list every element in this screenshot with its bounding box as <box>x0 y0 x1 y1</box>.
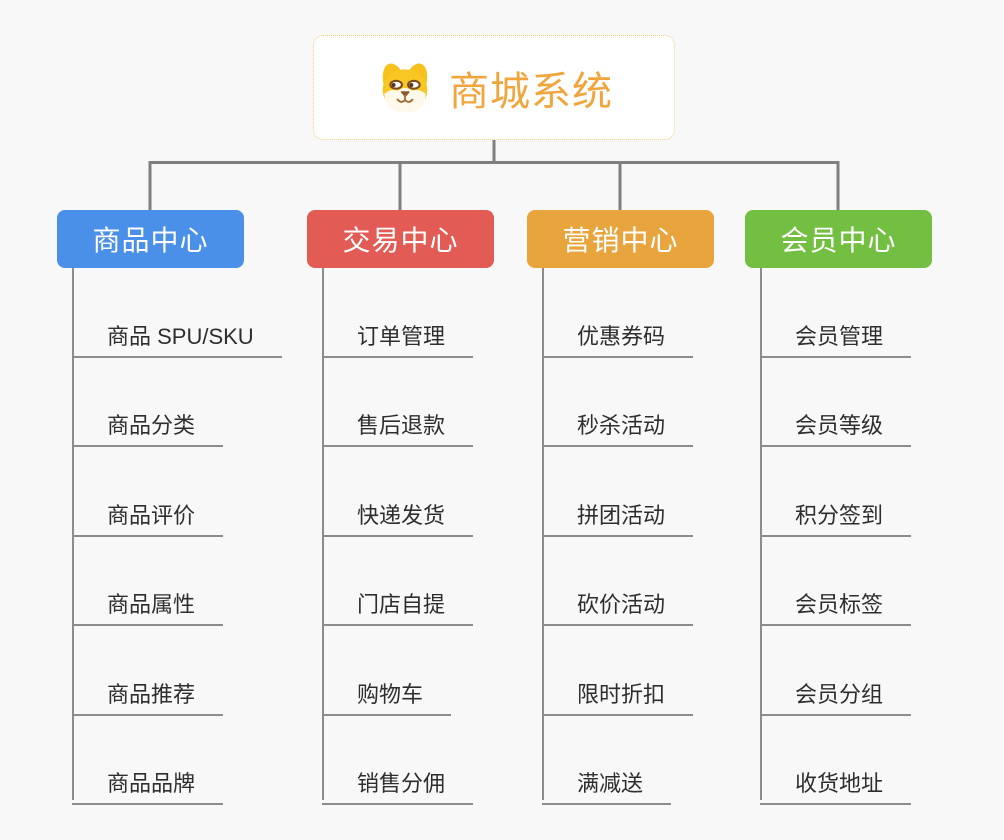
leaf-node[interactable]: 商品评价 <box>72 488 224 537</box>
branch-node-member-center[interactable]: 会员中心 <box>745 210 932 268</box>
leaf-node[interactable]: 商品属性 <box>72 577 224 626</box>
leaf-node[interactable]: 商品推荐 <box>72 667 224 716</box>
leaf-node[interactable]: 收货地址 <box>760 756 912 805</box>
dog-face-icon <box>382 62 428 112</box>
leaf-node[interactable]: 会员等级 <box>760 398 912 447</box>
leaf-node[interactable]: 拼团活动 <box>542 488 694 537</box>
branch-node-marketing-center[interactable]: 营销中心 <box>527 210 714 268</box>
root-title: 商城系统 <box>449 69 613 114</box>
leaf-node[interactable]: 优惠券码 <box>542 309 694 358</box>
leaf-node[interactable]: 会员标签 <box>760 577 912 626</box>
leaf-node[interactable]: 售后退款 <box>322 398 474 447</box>
branch-node-trade-center[interactable]: 交易中心 <box>307 210 494 268</box>
leaf-node[interactable]: 会员分组 <box>760 667 912 716</box>
leaf-node[interactable]: 砍价活动 <box>542 577 694 626</box>
leaf-node[interactable]: 秒杀活动 <box>542 398 694 447</box>
tree-connector <box>148 140 840 210</box>
leaf-node[interactable]: 会员管理 <box>760 309 912 358</box>
branch-node-product-center[interactable]: 商品中心 <box>57 210 244 268</box>
leaf-node[interactable]: 商品品牌 <box>72 756 224 805</box>
leaf-node[interactable]: 订单管理 <box>322 309 474 358</box>
leaf-node[interactable]: 销售分佣 <box>322 756 474 805</box>
root-node-mall-system[interactable]: 商城系统 <box>313 35 675 140</box>
leaf-node[interactable]: 限时折扣 <box>542 667 694 716</box>
leaf-node[interactable]: 快递发货 <box>322 488 474 537</box>
leaf-node[interactable]: 商品分类 <box>72 398 224 447</box>
leaf-node[interactable]: 满减送 <box>542 756 672 805</box>
leaf-node[interactable]: 门店自提 <box>322 577 474 626</box>
leaf-node[interactable]: 积分签到 <box>760 488 912 537</box>
leaf-node[interactable]: 购物车 <box>322 667 452 716</box>
leaf-node[interactable]: 商品 SPU/SKU <box>72 309 282 358</box>
